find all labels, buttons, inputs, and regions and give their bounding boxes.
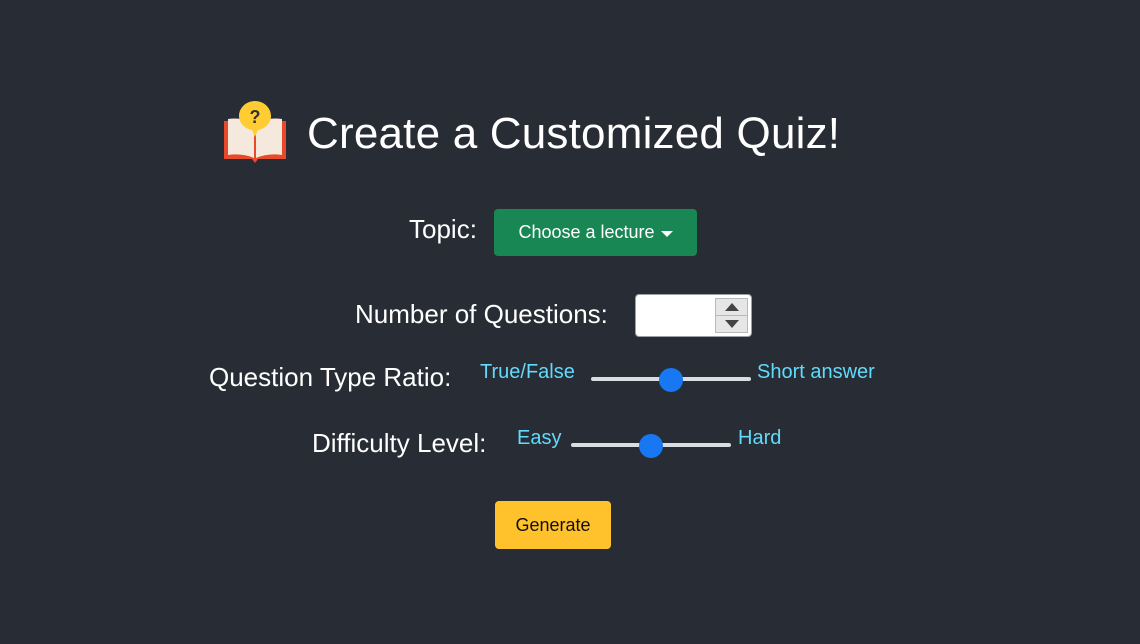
slider-thumb[interactable] xyxy=(639,434,663,458)
question-type-ratio-slider[interactable] xyxy=(591,368,751,392)
difficulty-slider[interactable] xyxy=(571,434,731,458)
num-questions-field xyxy=(635,294,752,337)
page-title: Create a Customized Quiz! xyxy=(307,109,841,158)
topic-label: Topic: xyxy=(409,214,477,244)
num-questions-spinner xyxy=(715,298,748,333)
header: ? Create a Customized Quiz! xyxy=(222,86,840,182)
num-questions-input[interactable] xyxy=(638,297,714,334)
num-questions-label: Number of Questions: xyxy=(355,299,608,329)
true-false-label: True/False xyxy=(480,361,575,383)
decrement-button[interactable] xyxy=(715,316,748,333)
arrow-up-icon xyxy=(724,303,739,311)
increment-button[interactable] xyxy=(715,298,748,316)
caret-down-icon xyxy=(660,230,673,237)
topic-dropdown-button[interactable]: Choose a lecture xyxy=(494,209,697,256)
hard-label: Hard xyxy=(738,427,782,449)
easy-label: Easy xyxy=(517,427,562,449)
book-question-icon: ? xyxy=(224,101,286,163)
difficulty-label: Difficulty Level: xyxy=(312,428,487,458)
arrow-down-icon xyxy=(724,320,739,328)
slider-thumb[interactable] xyxy=(659,368,683,392)
generate-button[interactable]: Generate xyxy=(495,501,611,549)
topic-dropdown-label: Choose a lecture xyxy=(518,222,655,242)
svg-text:?: ? xyxy=(250,107,261,127)
short-answer-label: Short answer xyxy=(757,361,875,383)
question-type-ratio-label: Question Type Ratio: xyxy=(209,362,452,392)
